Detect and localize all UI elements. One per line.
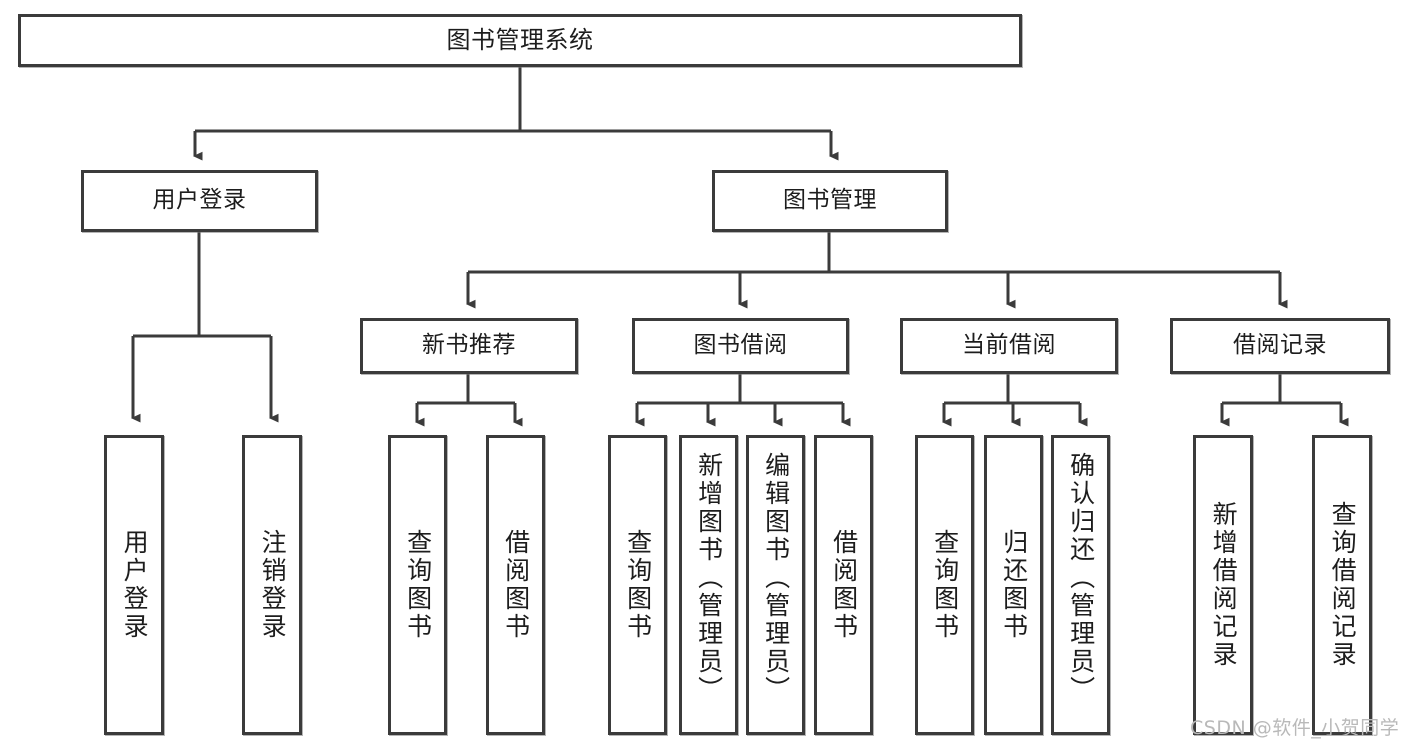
leaf-current-confirm-return-admin[interactable]: 确认归还（管理员） [1051, 435, 1110, 735]
node-book-management[interactable]: 图书管理 [712, 170, 948, 232]
leaf-current-return-book[interactable]: 归还图书 [984, 435, 1043, 735]
leaf-borrow-add-book-admin[interactable]: 新增图书（管理员） [679, 435, 738, 735]
node-label: 注销登录 [258, 529, 288, 641]
leaf-records-add-record[interactable]: 新增借阅记录 [1193, 435, 1253, 735]
node-label: 借阅图书 [501, 529, 531, 641]
node-borrow-records[interactable]: 借阅记录 [1170, 318, 1390, 374]
node-label: 查询图书 [403, 529, 433, 641]
node-root-system[interactable]: 图书管理系统 [18, 14, 1022, 67]
node-label: 编辑图书（管理员） [761, 452, 791, 704]
node-label: 确认归还（管理员） [1066, 452, 1096, 704]
node-label: 用户登录 [120, 529, 150, 641]
node-label: 查询借阅记录 [1328, 501, 1358, 669]
node-label: 新增借阅记录 [1209, 501, 1239, 669]
leaf-borrow-query-book[interactable]: 查询图书 [608, 435, 667, 735]
node-user-login[interactable]: 用户登录 [81, 170, 318, 232]
node-book-borrow[interactable]: 图书借阅 [632, 318, 849, 374]
node-new-book-recommend[interactable]: 新书推荐 [360, 318, 578, 374]
node-label: 查询图书 [623, 529, 653, 641]
leaf-newbooks-borrow-book[interactable]: 借阅图书 [486, 435, 545, 735]
node-label: 新书推荐 [422, 332, 516, 359]
node-label: 新增图书（管理员） [694, 452, 724, 704]
leaf-user-login-signin[interactable]: 用户登录 [104, 435, 164, 735]
node-label: 用户登录 [152, 187, 247, 214]
leaf-borrow-borrow-book[interactable]: 借阅图书 [814, 435, 873, 735]
node-label: 图书管理 [783, 187, 877, 214]
node-label: 借阅记录 [1233, 332, 1327, 359]
leaf-newbooks-query-book[interactable]: 查询图书 [388, 435, 447, 735]
node-label: 图书借阅 [693, 332, 788, 359]
leaf-user-login-signout[interactable]: 注销登录 [242, 435, 302, 735]
node-label: 查询图书 [930, 529, 960, 641]
csdn-watermark: CSDN @软件_小贺同学 [1190, 717, 1400, 739]
node-label: 当前借阅 [962, 332, 1056, 359]
leaf-records-query-record[interactable]: 查询借阅记录 [1312, 435, 1372, 735]
node-label: 图书管理系统 [446, 26, 594, 55]
leaf-current-query-book[interactable]: 查询图书 [915, 435, 974, 735]
node-label: 借阅图书 [829, 529, 859, 641]
leaf-borrow-edit-book-admin[interactable]: 编辑图书（管理员） [746, 435, 805, 735]
node-current-borrow[interactable]: 当前借阅 [900, 318, 1118, 374]
node-label: 归还图书 [999, 529, 1029, 641]
